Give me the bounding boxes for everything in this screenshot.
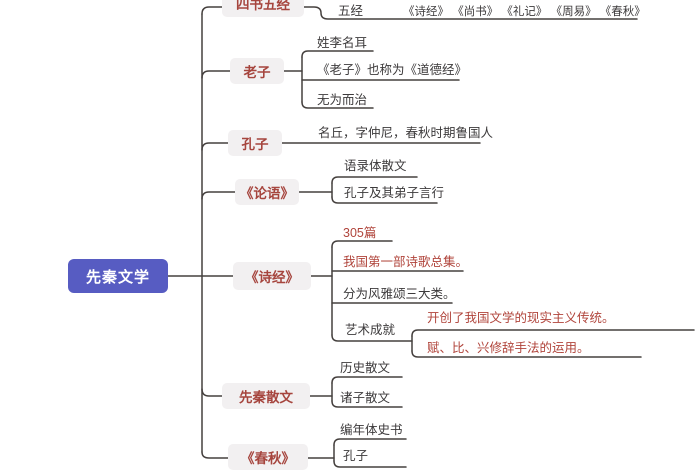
leaf-shijing-categories[interactable]: 分为风雅颂三大类。 — [343, 287, 456, 301]
branch-chunqiu[interactable]: 《春秋》 — [228, 444, 308, 470]
leaf-kongzi-bio[interactable]: 名丘，字仲尼，春秋时期鲁国人 — [318, 126, 494, 140]
leaf-philosophers-prose[interactable]: 诸子散文 — [340, 391, 391, 405]
leaf-wujing[interactable]: 五经 — [338, 4, 364, 18]
connector-chunqiu — [201, 438, 407, 468]
leaf-history-prose[interactable]: 历史散文 — [340, 361, 391, 375]
leaf-shijing-first-anthology[interactable]: 我国第一部诗歌总集。 — [343, 255, 469, 269]
branch-xianqin-sanwen[interactable]: 先秦散文 — [222, 383, 310, 409]
connector-xianqin-sanwen — [201, 376, 403, 408]
leaf-shijing-305[interactable]: 305篇 — [343, 226, 377, 240]
leaf-lunyu-content[interactable]: 孔子及其弟子言行 — [344, 186, 445, 200]
branch-kongzi[interactable]: 孔子 — [228, 130, 282, 156]
leaf-achievement-realism[interactable]: 开创了我国文学的现实主义传统。 — [427, 311, 615, 325]
leaf-five-classics-list[interactable]: 《诗经》 《尚书》 《礼记》 《周易》 《春秋》 — [403, 6, 646, 18]
leaf-laozi-name[interactable]: 姓李名耳 — [317, 36, 368, 50]
root-node[interactable]: 先秦文学 — [68, 259, 168, 293]
leaf-chunqiu-kongzi[interactable]: 孔子 — [343, 449, 369, 463]
leaf-laozi-wuwei[interactable]: 无为而治 — [317, 93, 368, 107]
leaf-achievement-rhetoric[interactable]: 赋、比、兴修辞手法的运用。 — [427, 341, 590, 355]
leaf-shijing-achievement[interactable]: 艺术成就 — [345, 323, 396, 337]
connector-laozi — [201, 50, 460, 109]
connector-spine — [167, 13, 234, 453]
branch-laozi[interactable]: 老子 — [230, 58, 284, 84]
leaf-laozi-daodejing[interactable]: 《老子》也称为《道德经》 — [317, 63, 468, 77]
connector-shijing — [310, 240, 695, 358]
connector-four-books — [201, 6, 638, 20]
connector-kongzi — [201, 142, 481, 151]
branch-shijing[interactable]: 《诗经》 — [233, 262, 311, 290]
connector-lunyu — [201, 176, 438, 204]
branch-lunyu[interactable]: 《论语》 — [235, 179, 299, 205]
leaf-chunqiu-chronicle[interactable]: 编年体史书 — [340, 423, 403, 437]
branch-four-books-five-classics[interactable]: 四书五经 — [222, 0, 304, 17]
leaf-lunyu-style[interactable]: 语录体散文 — [344, 159, 407, 173]
